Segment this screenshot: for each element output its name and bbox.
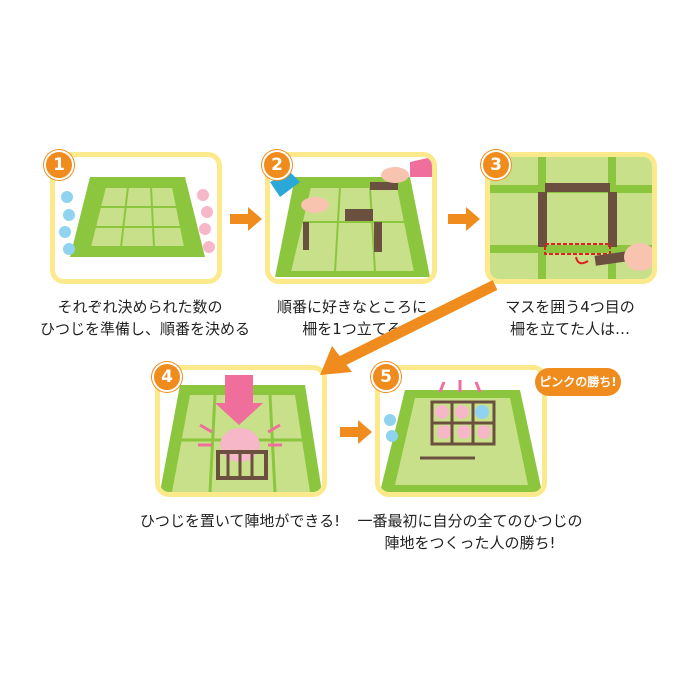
step-5-caption: 一番最初に自分の全てのひつじの 陣地をつくった人の勝ち! xyxy=(350,510,590,554)
winning-board-illustration xyxy=(380,380,542,492)
step-4-panel xyxy=(155,365,327,497)
fourth-fence-illustration xyxy=(490,157,652,279)
sheep-placement-illustration xyxy=(160,375,322,492)
caption-line: 柵を1つ立てる xyxy=(302,320,402,338)
step-number: 1 xyxy=(44,150,74,180)
fence-placing-illustration xyxy=(270,157,432,277)
caption-line: それぞれ決められた数の xyxy=(57,298,223,316)
arrow-right-icon xyxy=(448,207,480,231)
step-1-panel xyxy=(50,152,222,284)
arrow-right-icon xyxy=(340,420,372,444)
caption-line: 一番最初に自分の全てのひつじの xyxy=(357,512,583,530)
caption-line: 順番に好きなところに xyxy=(276,298,427,316)
diagonal-arrow-icon xyxy=(320,280,498,375)
step-number: 4 xyxy=(152,362,182,392)
step-5-panel xyxy=(375,365,547,497)
step-2-caption: 順番に好きなところに 柵を1つ立てる xyxy=(252,296,452,340)
caption-line: 柵を立てた人は… xyxy=(509,320,630,338)
step-number: 5 xyxy=(371,362,401,392)
caption-line: マスを囲う4つ目の xyxy=(505,298,635,316)
step-3-caption: マスを囲う4つ目の 柵を立てた人は… xyxy=(470,296,670,340)
caption-line: ひつじを準備し、順番を決める xyxy=(40,320,251,338)
step-1-caption: それぞれ決められた数の ひつじを準備し、順番を決める xyxy=(40,296,251,340)
step-2-panel xyxy=(265,152,437,284)
step-4-caption: ひつじを置いて陣地ができる! xyxy=(130,510,350,532)
step-number: 2 xyxy=(262,150,292,180)
step-3-panel xyxy=(485,152,657,284)
caption-line: ひつじを置いて陣地ができる! xyxy=(139,512,341,530)
step-number: 3 xyxy=(481,150,511,180)
winner-speech-bubble: ピンクの勝ち! xyxy=(535,368,621,396)
board-illustration xyxy=(59,177,215,257)
caption-line: 陣地をつくった人の勝ち! xyxy=(384,534,556,552)
arrow-right-icon xyxy=(230,207,262,231)
